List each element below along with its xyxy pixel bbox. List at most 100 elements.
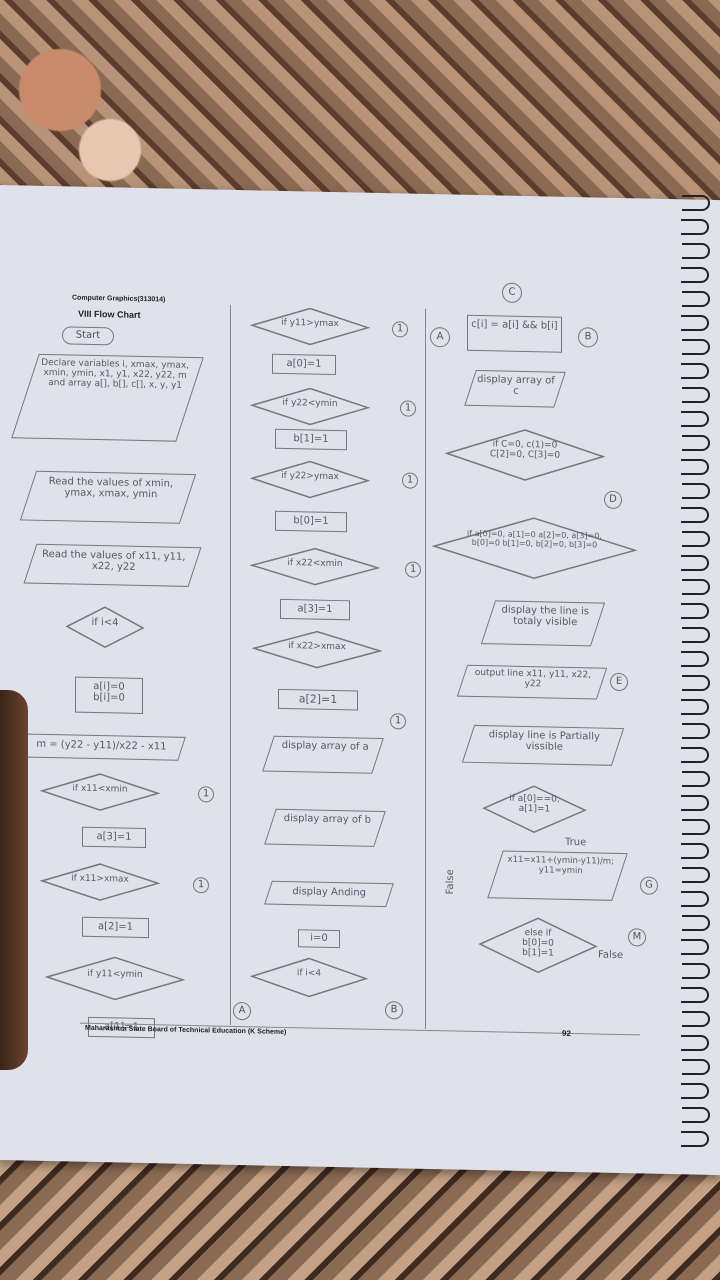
spiral-coil [682,915,710,931]
x11-calc-text: x11=x11+(ymin-y11)/m; y11=ymin [507,854,614,877]
decision-x11-xmax: if x11>xmax [40,861,160,904]
decision-x22-xmax: if x22>xmax [252,628,382,671]
connector-E: E [610,672,628,692]
display-partial-box: display line is Partially vissible [461,724,625,766]
a2-box: a[2]=1 [82,916,149,939]
spiral-coil [682,819,710,835]
column-divider-1 [230,304,231,1025]
a3-box: a[3]=1 [82,826,146,849]
spiral-coil [681,1131,709,1147]
connector-label: 1 [197,879,205,891]
spiral-coil [681,459,709,475]
connector-label: 1 [404,402,412,414]
declare-text: Declare variables i, xmax, ymax, xmin, y… [41,357,190,391]
spiral-coil [682,723,710,739]
b0-box: b[0]=1 [275,510,347,533]
x11-calc-box: x11=x11+(ymin-y11)/m; y11=ymin [487,850,628,901]
display-c-box: display array of c [464,369,566,408]
connector-C-top: C [502,282,522,303]
connector-label: B [390,1004,398,1016]
spiral-coil [681,699,709,715]
decision-y22-ymax: if y22>ymax [250,458,370,501]
spiral-coil [682,675,710,691]
a0-text: a[0]=1 [286,358,322,370]
connector-label: B [584,331,592,343]
spiral-coil [681,795,709,811]
decision-x11-xmin-label: if x11<xmin [72,783,128,795]
spiral-coil [681,1083,709,1099]
decision-i-lt-4-col2-label: if i<4 [296,968,322,979]
spiral-coil [682,867,710,883]
spiral-coil [682,387,710,403]
connector-label: 1 [406,474,414,486]
read-text-1: Read the values of xmin, ymax, xmax, ymi… [48,476,174,501]
connector-label: D [609,493,617,505]
connector-label: 1 [396,323,404,335]
connector-1-y22-ymax: 1 [402,472,418,489]
declare-box: Declare variables i, xmax, ymax, xmin, y… [11,353,204,442]
spiral-coil [682,195,710,211]
false-label-right: False [598,949,624,962]
spiral-coil [682,531,710,547]
decision-y11-ymax-label: if y11>ymax [281,317,339,330]
connector-M: M [628,928,646,947]
spiral-coil [682,771,710,787]
c-assign-box: c[i] = a[i] && b[i] [467,314,562,353]
a2b-box: a[2]=1 [278,688,358,711]
decision-else-if-label: else if b[0]=0 b[1]=1 [522,927,554,959]
decision-x11-xmax-label: if x11>xmax [71,873,129,885]
decision-i-lt-4-label: if i<4 [91,616,119,629]
connector-B-bottom: B [385,1001,403,1020]
connector-G: G [640,876,658,895]
connector-D: D [604,490,622,510]
decision-x11-xmin: if x11<xmin [40,771,160,814]
decision-i-lt-4: if i<4 [65,604,145,650]
spiral-coil [682,243,710,259]
assign-ab-text: a[i]=0 b[i]=0 [93,680,125,704]
output-line-box: output line x11, y11, x22, y22 [456,664,608,700]
a0-box: a[0]=1 [272,353,336,376]
b0-text: b[0]=1 [293,515,329,527]
spiral-coil [681,219,709,235]
spiral-coil [681,651,709,667]
spiral-coil [681,747,709,763]
a3b-box: a[3]=1 [280,598,350,621]
start-label: Start [75,329,101,342]
page-number: 92 [562,1028,571,1038]
display-a-text: display array of a [282,739,370,753]
decision-else-if: else if b[0]=0 b[1]=1 [478,915,598,976]
display-partial-text: display line is Partially vissible [488,729,600,753]
connector-label: M [632,931,642,943]
connector-1-x22-xmin: 1 [405,561,421,578]
connector-label: E [615,675,623,688]
read-box-1: Read the values of xmin, ymax, xmax, ymi… [19,470,197,524]
connector-1-y11-ymax: 1 [392,321,408,338]
connector-label: G [645,879,653,891]
start-terminal: Start [62,326,114,346]
decision-x22-xmax-label: if x22>xmax [288,641,346,653]
connector-B-top: B [578,327,598,348]
spiral-coil [681,1035,709,1051]
c-assign-text: c[i] = a[i] && b[i] [471,318,558,332]
spiral-coil [682,627,710,643]
spiral-coil [682,291,710,307]
spiral-coil [681,555,709,571]
connector-label: 1 [202,788,210,800]
spiral-coil [682,1059,710,1075]
spiral-coil [681,987,709,1003]
connector-1-x11-xmax: 1 [193,877,209,894]
spiral-coil [682,435,710,451]
true-label: True [565,836,587,849]
i0-box: i=0 [298,929,340,949]
section-title: VIII Flow Chart [78,308,141,320]
decision-i-lt-4-col2: if i<4 [250,955,368,999]
decision-a0-label: if a[0]==0, a[1]=1 [509,793,560,815]
decision-a0: if a[0]==0, a[1]=1 [482,783,587,835]
spiral-coil [682,339,710,355]
a2b-text: a[2]=1 [298,692,338,707]
decision-y11-ymin-label: if y11<ymin [87,968,143,980]
connector-label: 1 [394,715,402,727]
read-text-2: Read the values of x11, y11, x22, y22 [42,548,186,573]
slope-box: m = (y22 - y11)/x22 - x11 [16,733,186,761]
connector-1-y22-ymin: 1 [400,400,416,417]
